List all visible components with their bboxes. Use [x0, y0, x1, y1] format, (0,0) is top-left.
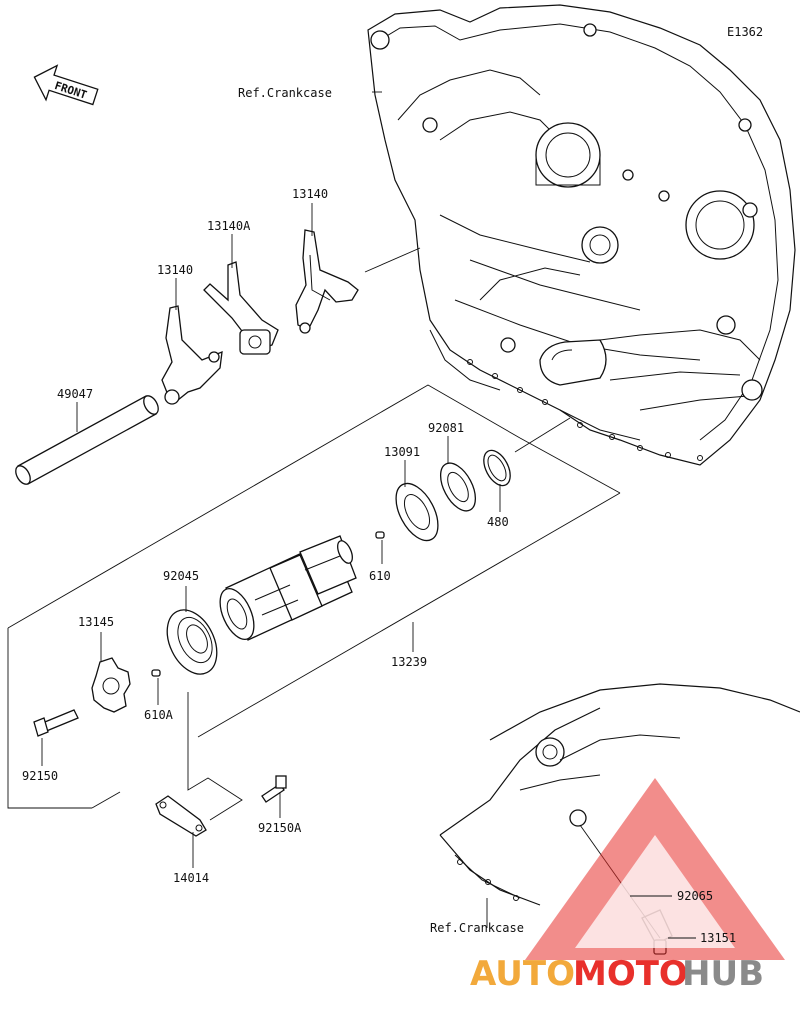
- label-oring: 92065: [677, 889, 713, 903]
- label-pin: 610: [369, 569, 391, 583]
- watermark-logo: AUTO MOTO HUB: [470, 778, 785, 994]
- label-fork-right: 13140: [292, 187, 328, 201]
- shift-drum-star: [91, 657, 131, 713]
- assembly-frame: [7, 247, 621, 809]
- label-drum: 13239: [391, 655, 427, 669]
- ref-crankcase-lower: Ref.Crankcase: [430, 921, 524, 935]
- pin-a: [151, 669, 161, 677]
- stopper-lever: [155, 795, 207, 837]
- bearing: [166, 609, 218, 675]
- label-pin-a: 610A: [144, 708, 174, 722]
- shift-drum-plate: [395, 482, 439, 542]
- watermark-auto: AUTO: [470, 954, 575, 994]
- leader-lines: [41, 91, 696, 939]
- front-arrow-icon: FRONT: [33, 64, 99, 106]
- shift-fork-left: [161, 305, 223, 405]
- watermark-moto: MOTO: [573, 954, 688, 994]
- bolt: [33, 709, 79, 737]
- label-circlip: 480: [487, 515, 509, 529]
- label-shaft: 49047: [57, 387, 93, 401]
- ref-crankcase-upper: Ref.Crankcase: [238, 86, 332, 100]
- label-switch: 13151: [700, 931, 736, 945]
- diagram-code: E1362: [727, 25, 763, 39]
- shift-drum: [219, 535, 357, 641]
- label-bolt-a: 92150A: [258, 821, 302, 835]
- label-fork-middle: 13140A: [207, 219, 251, 233]
- crankcase-lower: [439, 683, 800, 906]
- part-labels: E1362 Ref.Crankcase 13140 13140A 13140 4…: [22, 25, 763, 945]
- fork-shaft: [15, 395, 159, 485]
- watermark-hub: HUB: [682, 954, 764, 994]
- label-washer: 92081: [428, 421, 464, 435]
- label-stopper: 14014: [173, 871, 209, 885]
- label-star: 13145: [78, 615, 114, 629]
- crankcase-upper: [367, 4, 796, 466]
- label-fork-left: 13140: [157, 263, 193, 277]
- washer: [439, 462, 477, 512]
- label-bearing: 92045: [163, 569, 199, 583]
- bolt-a: [261, 775, 287, 803]
- shift-fork-right: [295, 229, 359, 334]
- shift-fork-middle: [203, 261, 279, 355]
- circlip: [483, 449, 511, 487]
- label-bolt: 92150: [22, 769, 58, 783]
- pin: [375, 531, 385, 539]
- label-plate: 13091: [384, 445, 420, 459]
